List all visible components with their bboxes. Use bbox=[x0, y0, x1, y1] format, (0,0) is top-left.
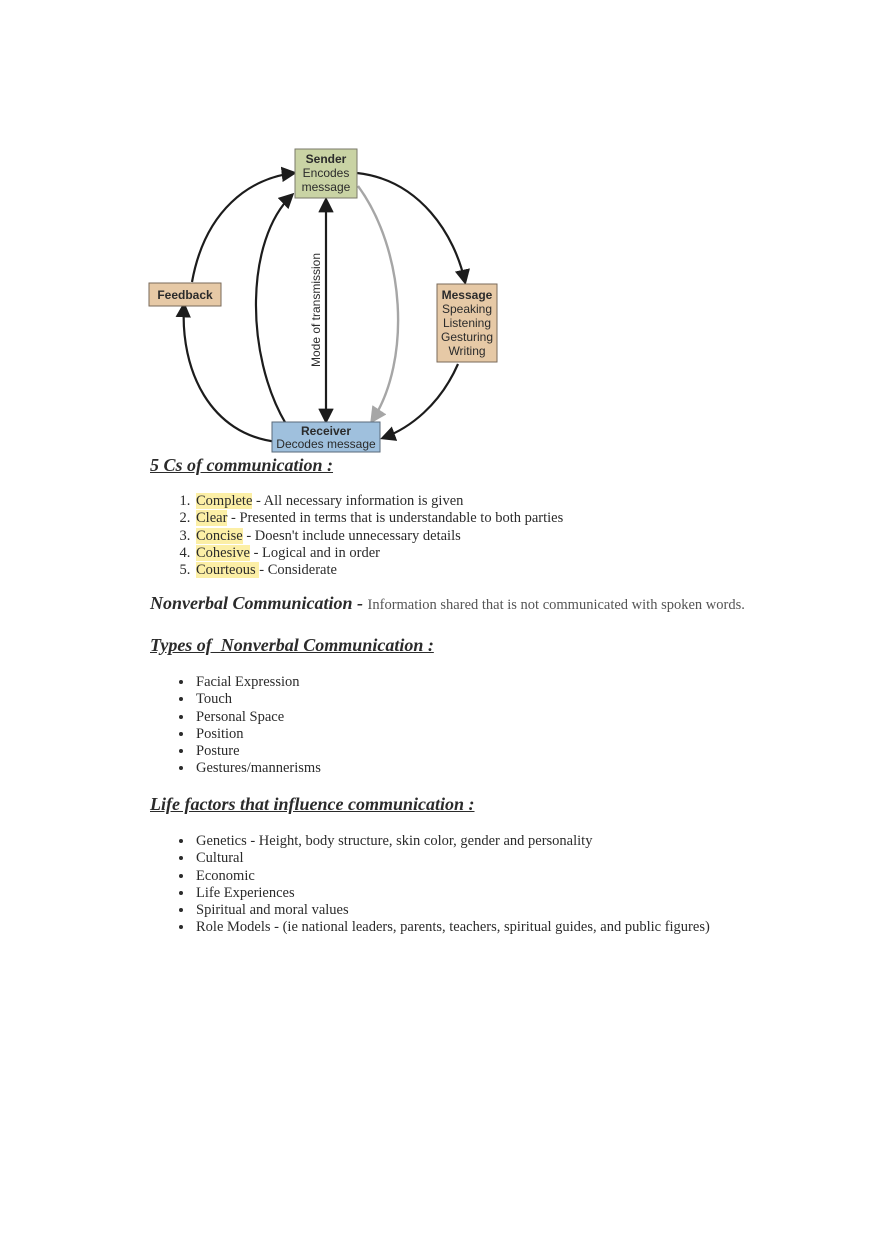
highlighted-term: Cohesive bbox=[196, 544, 250, 561]
message-line-gesturing: Gesturing bbox=[441, 330, 493, 344]
term-description: - All necessary information is given bbox=[252, 493, 464, 509]
list-item: Touch bbox=[194, 691, 321, 708]
types-nonverbal-heading: Types of Nonverbal Communication : bbox=[150, 635, 434, 655]
term-description: - Considerate bbox=[259, 562, 337, 579]
receiver-box: Receiver Decodes message bbox=[271, 421, 381, 453]
list-item: Economic bbox=[194, 868, 710, 885]
life-factors-list: Genetics - Height, body structure, skin … bbox=[194, 833, 710, 937]
list-item: Clear - Presented in terms that is under… bbox=[194, 510, 563, 527]
nonverbal-term: Nonverbal Communication - bbox=[150, 593, 368, 613]
highlighted-term: Clear bbox=[196, 510, 228, 527]
list-item: Courteous - Considerate bbox=[194, 562, 563, 579]
list-item: Cohesive - Logical and in order bbox=[194, 544, 563, 562]
list-item: Cultural bbox=[194, 850, 710, 867]
list-item: Gestures/mannerisms bbox=[194, 760, 321, 777]
feedback-box: Feedback bbox=[148, 282, 222, 307]
list-item: Facial Expression bbox=[194, 674, 321, 691]
arrow-feedback-to-sender bbox=[190, 166, 298, 283]
feedback-title: Feedback bbox=[157, 288, 213, 302]
list-item: Spiritual and moral values bbox=[194, 902, 710, 919]
nonverbal-definition: Nonverbal Communication - Information sh… bbox=[150, 594, 750, 615]
message-line-speaking: Speaking bbox=[442, 302, 492, 316]
five-cs-list: Complete - All necessary information is … bbox=[194, 493, 563, 579]
list-item: Posture bbox=[194, 743, 321, 760]
message-title: Message bbox=[442, 288, 493, 302]
arrow-receiver-to-sender-inner bbox=[254, 192, 295, 425]
message-line-writing: Writing bbox=[448, 344, 485, 358]
communication-cycle-diagram: Mode of transmission Sender Encodes mess… bbox=[148, 148, 498, 453]
message-line-listening: Listening bbox=[443, 316, 491, 330]
nonverbal-definition-text: Information shared that is not communica… bbox=[367, 597, 745, 613]
types-nonverbal-list: Facial Expression Touch Personal Space P… bbox=[194, 674, 321, 778]
receiver-line-1: Decodes message bbox=[276, 437, 376, 451]
arrow-sender-to-receiver-gray bbox=[357, 185, 400, 424]
sender-title: Sender bbox=[306, 152, 347, 166]
sender-box: Sender Encodes message bbox=[294, 148, 358, 199]
five-cs-heading: 5 Cs of communication : bbox=[150, 455, 334, 475]
list-item: Position bbox=[194, 726, 321, 743]
term-description: - Presented in terms that is understanda… bbox=[227, 510, 564, 527]
message-box: Message Speaking Listening Gesturing Wri… bbox=[436, 283, 498, 363]
arrow-message-to-receiver bbox=[380, 363, 460, 441]
list-item: Complete - All necessary information is … bbox=[194, 493, 563, 510]
arrow-sender-to-message bbox=[356, 171, 470, 286]
list-item: Genetics - Height, body structure, skin … bbox=[194, 833, 710, 850]
highlighted-term: Concise bbox=[196, 527, 243, 544]
sender-line-1: Encodes bbox=[303, 166, 350, 180]
arrow-receiver-to-feedback bbox=[175, 301, 279, 444]
sender-line-2: message bbox=[302, 180, 351, 194]
list-item: Concise - Doesn't include unnecessary de… bbox=[194, 527, 563, 545]
highlighted-term: Complete bbox=[196, 493, 253, 509]
mode-of-transmission-label: Mode of transmission bbox=[309, 253, 323, 367]
term-description: - Logical and in order bbox=[249, 544, 381, 561]
list-item: Life Experiences bbox=[194, 885, 710, 902]
receiver-title: Receiver bbox=[301, 424, 351, 438]
highlighted-term: Courteous bbox=[196, 562, 260, 579]
life-factors-heading: Life factors that influence communicatio… bbox=[150, 794, 475, 814]
list-item: Personal Space bbox=[194, 709, 321, 726]
list-item: Role Models - (ie national leaders, pare… bbox=[194, 919, 710, 936]
term-description: - Doesn't include unnecessary details bbox=[242, 527, 461, 544]
